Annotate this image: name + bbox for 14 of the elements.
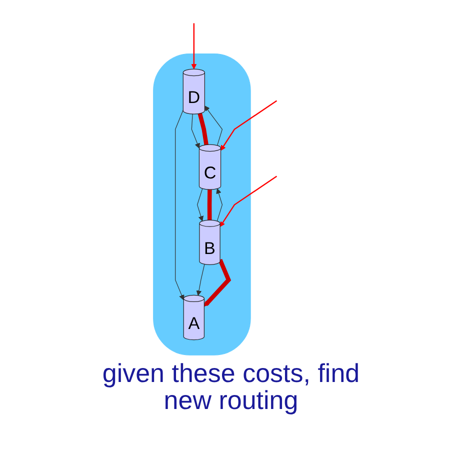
arrow [220,100,278,151]
caption: given these costs, find new routing [101,360,361,415]
arrow [196,264,205,296]
connector [198,112,208,146]
arrow [216,188,223,222]
connector [207,190,212,220]
arrow [191,23,197,70]
arrow [196,188,204,222]
arrow [191,114,200,148]
arrow [220,176,278,227]
arrow [175,110,184,300]
cluster [153,54,251,356]
arrow [204,106,223,146]
arrow [204,258,232,307]
